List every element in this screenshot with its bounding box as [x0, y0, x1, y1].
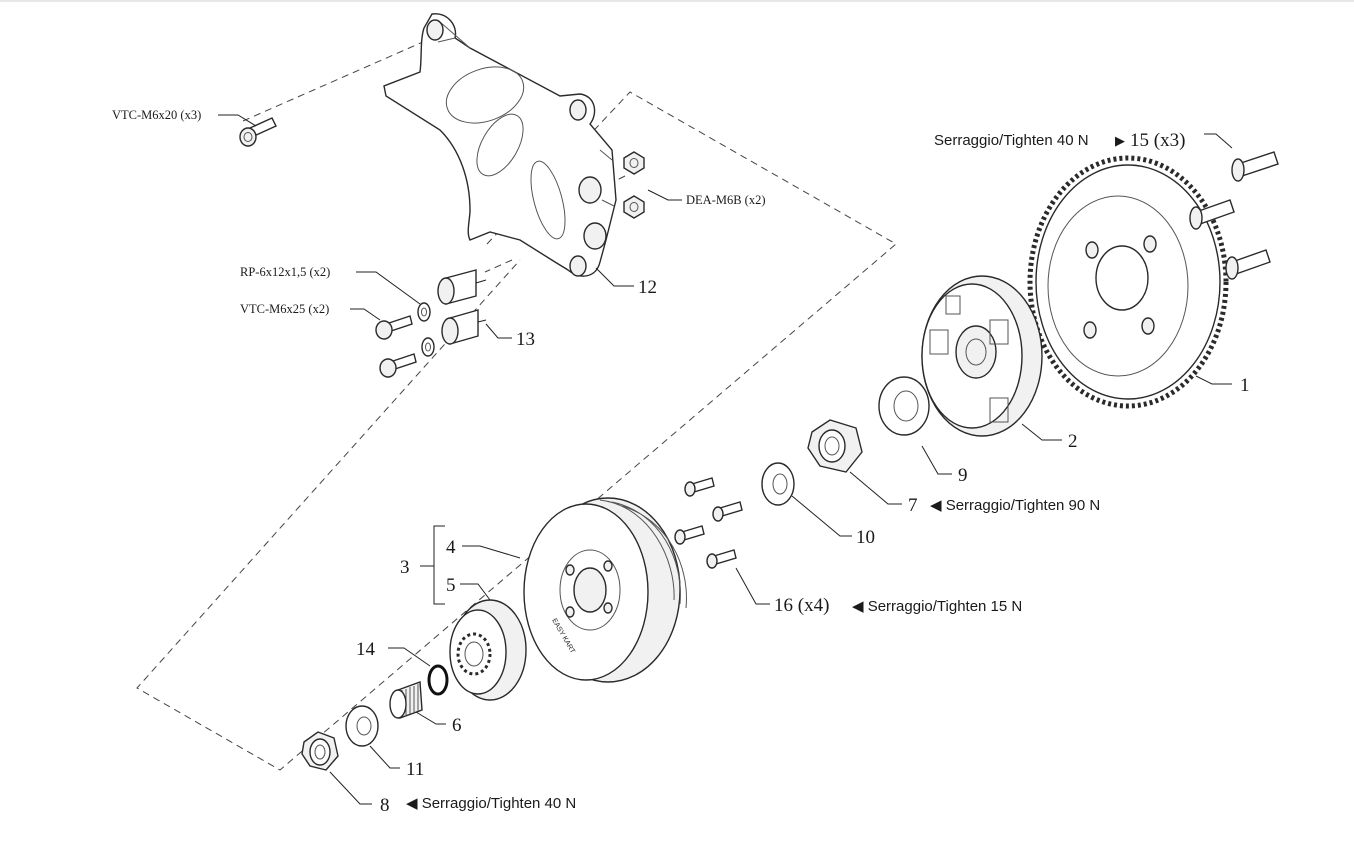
torque-15: Serraggio/Tighten 40 N: [934, 132, 1089, 149]
bolts-vtc-m6x25: [375, 315, 417, 378]
part-labels: VTC-M6x20 (x3) DEA-M6B (x2) RP-6x12x1,5 …: [112, 108, 1250, 816]
torque-labels: Serraggio/Tighten 40 N ▶ ◀ Serraggio/Tig…: [406, 132, 1125, 812]
clutch-drum-part-4: EASY KART: [523, 497, 687, 683]
label-part-11: 11: [406, 759, 424, 780]
leader-lines: [218, 114, 1233, 805]
ring-gear-part-1: [1027, 155, 1229, 409]
nut-part-7: [807, 419, 863, 473]
oring-part-14: [427, 664, 449, 696]
label-part-10: 10: [856, 527, 875, 548]
washers-rp-6x12: [417, 302, 435, 357]
label-part-7: 7: [908, 495, 918, 516]
label-part-2: 2: [1068, 431, 1078, 452]
label-part-1: 1: [1240, 375, 1250, 396]
bracket-part-12: [383, 13, 617, 277]
torque-15-arrow: ▶: [1115, 133, 1125, 148]
label-part-3: 3: [400, 557, 410, 578]
sprocket-part-5: [449, 599, 527, 701]
washer-part-9: [878, 376, 930, 436]
label-part-12: 12: [638, 277, 657, 298]
label-dea-m6b: DEA-M6B (x2): [686, 193, 766, 207]
spacers-part-13: [437, 269, 487, 345]
label-vtc-m6x20: VTC-M6x20 (x3): [112, 108, 201, 122]
washer-part-11: [345, 705, 379, 747]
washer-part-10: [761, 462, 795, 506]
nuts-dea-m6b: [623, 151, 645, 219]
torque-8: ◀ Serraggio/Tighten 40 N: [406, 795, 576, 812]
label-part-6: 6: [452, 715, 462, 736]
nut-part-8: [301, 731, 339, 771]
screws-part-16: [674, 477, 743, 569]
screws-part-15: [1189, 151, 1279, 280]
label-part-9: 9: [958, 465, 968, 486]
bolt-vtc-m6x20: [239, 117, 277, 147]
label-part-15: 15 (x3): [1130, 130, 1185, 151]
torque-16: ◀ Serraggio/Tighten 15 N: [852, 598, 1022, 615]
label-part-14: 14: [356, 639, 376, 660]
label-part-13: 13: [516, 329, 535, 350]
label-part-8: 8: [380, 795, 390, 816]
label-part-16: 16 (x4): [774, 595, 829, 616]
torque-7: ◀ Serraggio/Tighten 90 N: [930, 497, 1100, 514]
clutch-hub-part-2: [921, 275, 1043, 437]
label-part-4: 4: [446, 537, 456, 558]
label-part-5: 5: [446, 575, 456, 596]
label-vtc-m6x25: VTC-M6x25 (x2): [240, 302, 329, 316]
label-rp-6x12: RP-6x12x1,5 (x2): [240, 265, 330, 279]
bushing-part-6: [389, 681, 423, 719]
